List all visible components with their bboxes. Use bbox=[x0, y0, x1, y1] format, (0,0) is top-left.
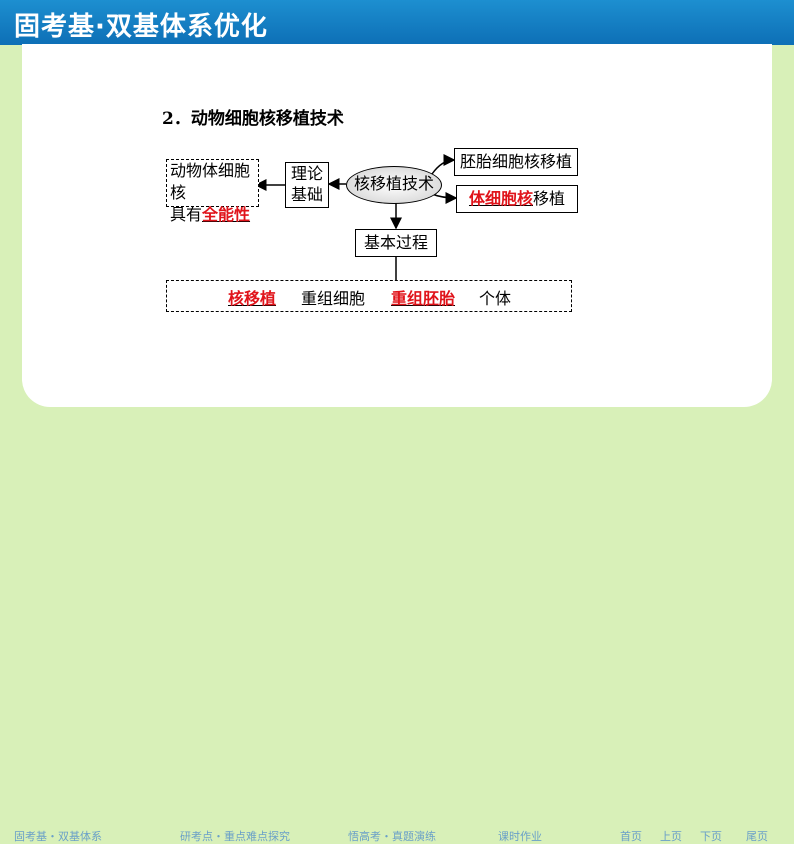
nav-last[interactable]: 尾页 bbox=[746, 828, 768, 844]
theory-line2: 基础 bbox=[286, 184, 328, 205]
right-bottom-suffix: 移植 bbox=[533, 189, 565, 208]
left-box-highlight: 全能性 bbox=[202, 205, 250, 224]
footer-bar: 固考基・双基体系 研考点・重点难点探究 悟高考・真题演练 课时作业 首页 上页 … bbox=[0, 410, 794, 447]
left-box-prefix: 具有 bbox=[170, 205, 202, 224]
nav-first[interactable]: 首页 bbox=[620, 828, 642, 844]
flow-step-3: 重组胚胎 bbox=[391, 285, 455, 309]
flow-step-4: 个体 bbox=[479, 285, 511, 309]
flow-step-2: 重组细胞 bbox=[301, 285, 365, 309]
arrow-oval-right-bottom bbox=[432, 194, 456, 198]
footer-link-4[interactable]: 课时作业 bbox=[498, 828, 542, 844]
left-box-line2: 具有全能性 bbox=[170, 204, 258, 226]
section-heading: 2．动物细胞核移植技术 bbox=[162, 104, 344, 129]
nav-prev[interactable]: 上页 bbox=[660, 828, 682, 844]
left-box-line1: 动物体细胞核 bbox=[170, 160, 258, 204]
right-bottom-box: 体细胞核移植 bbox=[456, 185, 578, 213]
nav-next[interactable]: 下页 bbox=[700, 828, 722, 844]
right-top-box: 胚胎细胞核移植 bbox=[454, 148, 578, 176]
footer-link-1[interactable]: 固考基・双基体系 bbox=[14, 828, 102, 844]
center-oval: 核移植技术 bbox=[346, 166, 442, 204]
arrow-oval-right-top bbox=[432, 160, 454, 174]
left-dashed-box: 动物体细胞核 具有全能性 bbox=[166, 159, 259, 207]
flow-step-1: 核移植 bbox=[228, 285, 276, 309]
theory-line1: 理论 bbox=[286, 163, 328, 184]
process-box: 基本过程 bbox=[355, 229, 437, 257]
footer-link-3[interactable]: 悟高考・真题演练 bbox=[348, 828, 436, 844]
right-bottom-highlight: 体细胞核 bbox=[469, 189, 533, 208]
diagram: 2．动物细胞核移植技术 动物体细胞核 具有全能性 理论 基础 核移植技术 胚胎细… bbox=[0, 0, 794, 447]
footer-link-2[interactable]: 研考点・重点难点探究 bbox=[180, 828, 290, 844]
theory-box: 理论 基础 bbox=[285, 162, 329, 208]
flow-dashed-box bbox=[166, 280, 572, 312]
diagram-connectors bbox=[0, 0, 794, 447]
